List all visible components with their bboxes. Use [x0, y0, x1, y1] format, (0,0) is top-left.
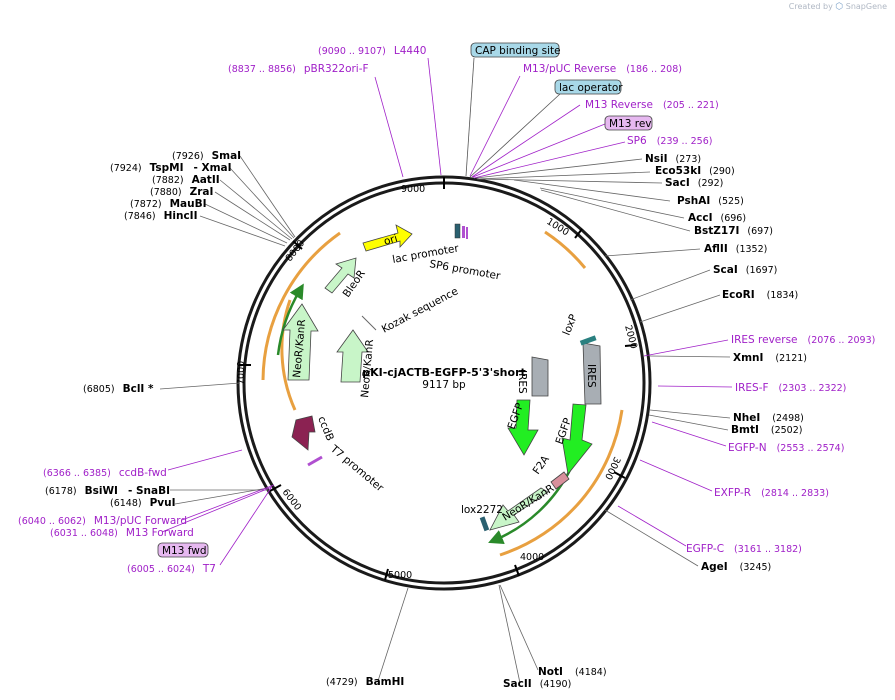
enzyme-zrai[interactable]: (7880)ZraI — [150, 186, 213, 198]
snapgene-brand: Created by ⬡ SnapGene — [789, 2, 887, 12]
primer-leaders — [161, 57, 733, 566]
primer-pbr322ori-f[interactable]: (8837 .. 8856)pBR322ori-F — [228, 63, 369, 75]
feature-neor-kanr-2-label: NeoR/KanR — [359, 339, 376, 398]
primer-labels: (9090 .. 9107)L4440 (8837 .. 8856)pBR322… — [18, 45, 875, 575]
snapgene-name: SnapGene — [845, 2, 887, 11]
snapgene-logo-icon: ⬡ — [835, 2, 844, 12]
feature-neor-kanr-1-label: NeoR/KanR — [291, 319, 308, 378]
feature-ccdb-arrow[interactable] — [291, 415, 316, 451]
feature-ires-1-label: IRES — [516, 370, 528, 394]
primer-sp6[interactable]: SP6(239 .. 256) — [627, 135, 712, 147]
primer-ires-reverse[interactable]: IRES reverse(2076 .. 2093) — [731, 334, 875, 346]
feature-egfp-2-arrow[interactable] — [561, 403, 593, 475]
feature-ori-arrow[interactable] — [362, 224, 413, 252]
enzyme-bcli[interactable]: (6805)BclI * — [83, 383, 154, 395]
m13-fwd-box[interactable] — [157, 542, 209, 558]
enzyme-ecori[interactable]: EcoRI(1834) — [722, 289, 798, 301]
primer-m13-puc-reverse[interactable]: M13/pUC Reverse(186 .. 208) — [523, 63, 682, 75]
feature-ori-label: ori — [383, 233, 399, 248]
plasmid-length: 9117 bp — [422, 379, 466, 391]
feature-kozak-line — [361, 315, 377, 331]
plasmid-name: pKI-cjACTB-EGFP-5'3'short — [362, 366, 526, 379]
feature-m13-block[interactable] — [466, 227, 468, 239]
enzyme-bstz17i[interactable]: BstZ17I(697) — [694, 225, 773, 237]
feature-neor-kanr-2-arrow[interactable] — [336, 329, 369, 383]
enzyme-smai[interactable]: (7926)SmaI — [172, 150, 241, 162]
tick-label-4000: 4000 — [520, 552, 544, 563]
enzyme-bsiwi[interactable]: (6178)BsiWI- SnaBI — [45, 485, 170, 497]
enzyme-hincii[interactable]: (7846)HincII — [124, 210, 198, 222]
enzyme-maubi[interactable]: (7872)MauBI — [130, 198, 207, 210]
orf-arcs — [261, 230, 624, 557]
enzyme-tspmi[interactable]: (7924)TspMI- XmaI — [110, 162, 232, 174]
cap-binding-site-box[interactable] — [470, 42, 560, 58]
feature-ires-2-label: IRES — [585, 364, 597, 388]
enzyme-xmni[interactable]: XmnI(2121) — [733, 352, 807, 364]
tick-marks — [239, 177, 637, 581]
enzyme-noti[interactable]: NotI(4184) — [538, 666, 607, 678]
enzyme-scai[interactable]: ScaI(1697) — [713, 264, 777, 276]
enzyme-labels-left: (6148)PvuI (6178)BsiWI- SnaBI (6805)BclI… — [45, 150, 241, 509]
boxed-leaders — [465, 57, 561, 178]
feature-egfp-1-arrow[interactable] — [507, 399, 539, 456]
feature-lac-promoter-block[interactable] — [454, 223, 461, 239]
enzyme-agei[interactable]: AgeI(3245) — [701, 561, 771, 573]
enzyme-leaders — [159, 155, 731, 684]
lac-operator-box[interactable] — [554, 79, 622, 95]
enzyme-nhei[interactable]: NheI(2498) — [733, 412, 804, 424]
primer-ires-f[interactable]: IRES-F(2303 .. 2322) — [735, 382, 846, 394]
primer-m13-forward[interactable]: (6031 .. 6048)M13 Forward — [50, 527, 194, 539]
enzyme-pvui[interactable]: (6148)PvuI — [110, 497, 176, 509]
enzyme-pshai[interactable]: PshAI(525) — [677, 195, 744, 207]
cap-binding-site-label: CAP binding site — [475, 45, 561, 57]
enzyme-labels-right: NsiI(273) Eco53kI(290) SacI(292) PshAI(5… — [326, 153, 807, 690]
feature-ccdb-label: ccdB — [315, 415, 336, 443]
feature-neor-kanr-3-arrow[interactable] — [489, 487, 549, 531]
enzyme-sacii[interactable]: SacII(4190) — [503, 678, 571, 690]
m13-rev-box[interactable] — [604, 115, 653, 131]
feature-f2a-block[interactable] — [550, 471, 570, 490]
primer-exfp-r[interactable]: EXFP-R(2814 .. 2833) — [714, 487, 829, 499]
feature-loxp-block[interactable] — [579, 335, 597, 346]
feature-kozak-label: Kozak sequence — [380, 285, 460, 335]
enzyme-bamhi[interactable]: (4729)BamHI — [326, 676, 404, 688]
enzyme-bmti[interactable]: BmtI(2502) — [731, 424, 802, 436]
primer-l4440[interactable]: (9090 .. 9107)L4440 — [318, 45, 426, 57]
feature-ires-1-block[interactable] — [531, 356, 549, 397]
primer-ccdb-fwd[interactable]: (6366 .. 6385)ccdB-fwd — [43, 467, 167, 479]
feature-loxp-label: loxP — [561, 313, 580, 338]
feature-ires-2-block[interactable] — [582, 342, 602, 405]
enzyme-aflii[interactable]: AflII(1352) — [704, 243, 767, 255]
m13-rev-label: M13 rev — [609, 118, 652, 130]
created-by-text: Created by — [788, 2, 833, 11]
feature-t7-promoter-label: T7 promoter — [327, 442, 386, 494]
tick-label-5000: 5000 — [388, 570, 412, 581]
feature-bleor-arrow[interactable] — [324, 257, 357, 294]
feature-sp6-promoter-label: SP6 promoter — [428, 258, 501, 282]
enzyme-acci[interactable]: AccI(696) — [688, 212, 746, 224]
primer-m13-reverse[interactable]: M13 Reverse(205 .. 221) — [585, 99, 719, 111]
feature-f2a-label: F2A — [531, 453, 553, 477]
feature-neor-kanr-1-arrow[interactable] — [282, 303, 319, 381]
feature-lox2272-block[interactable] — [479, 516, 490, 532]
primer-t7[interactable]: (6005 .. 6024)T7 — [127, 563, 216, 575]
feature-sp6-block[interactable] — [462, 226, 465, 238]
tick-label-9000: 9000 — [401, 184, 425, 195]
enzyme-aatii[interactable]: (7882)AatII — [152, 174, 220, 186]
enzyme-saci[interactable]: SacI(292) — [665, 177, 723, 189]
enzyme-nsii[interactable]: NsiI(273) — [645, 153, 701, 165]
primer-m13-puc-forward[interactable]: (6040 .. 6062)M13/pUC Forward — [18, 515, 187, 527]
enzyme-eco53ki[interactable]: Eco53kI(290) — [655, 165, 735, 177]
feature-t7-promoter-line[interactable] — [307, 455, 323, 467]
lac-operator-label: lac operator — [559, 82, 623, 94]
primer-egfp-n[interactable]: EGFP-N(2553 .. 2574) — [728, 442, 844, 454]
m13-fwd-label: M13 fwd — [162, 545, 207, 557]
tick-label-7000: 7000 — [236, 361, 247, 385]
primer-egfp-c[interactable]: EGFP-C(3161 .. 3182) — [686, 543, 802, 555]
feature-lox2272-label: lox2272 — [461, 504, 503, 516]
